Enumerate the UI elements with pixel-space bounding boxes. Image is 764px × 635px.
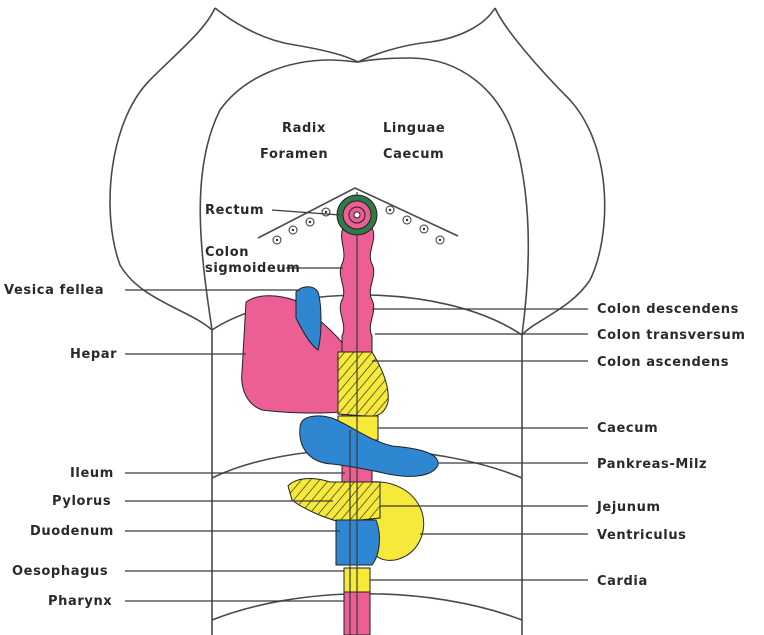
label-caecum-top: Caecum	[383, 147, 444, 162]
label-caecum: Caecum	[597, 421, 658, 436]
label-hepar: Hepar	[70, 347, 117, 362]
label-colon-descendens: Colon descendens	[597, 302, 739, 317]
label-colon-ascendens: Colon ascendens	[597, 355, 729, 370]
label-rectum: Rectum	[205, 203, 264, 218]
label-jejunum: Jejunum	[596, 500, 661, 515]
label-oesophagus: Oesophagus	[12, 564, 108, 579]
label-ileum: Ileum	[70, 466, 114, 481]
tongue-top-edge	[214, 7, 496, 63]
label-pharynx: Pharynx	[48, 594, 112, 609]
label-pylorus: Pylorus	[52, 494, 111, 509]
pankreas-milz-region	[299, 415, 439, 477]
v-papillae-line	[257, 187, 459, 239]
duodenum-region	[335, 519, 380, 566]
label-duodenum: Duodenum	[30, 524, 114, 539]
rectum-marker	[336, 194, 378, 236]
label-colon: Colon	[205, 245, 249, 260]
colon-ascendens-hatch	[337, 351, 389, 417]
label-sigmoideum: sigmoideum	[205, 261, 300, 276]
label-linguae: Linguae	[383, 121, 445, 136]
label-ventriculus: Ventriculus	[597, 528, 687, 543]
tongue-body-outline	[199, 57, 530, 336]
leader-rectum	[271, 209, 341, 216]
label-foramen: Foramen	[260, 147, 328, 162]
label-radix: Radix	[282, 121, 326, 136]
label-vesica-fellea: Vesica fellea	[4, 283, 104, 298]
hepar-region	[241, 295, 349, 414]
label-colon-transversum: Colon transversum	[597, 328, 745, 343]
pylorus-hatch	[287, 478, 381, 523]
label-cardia: Cardia	[597, 574, 648, 589]
circumvallate-papillae	[272, 205, 445, 245]
label-pankreas-milz: Pankreas-Milz	[597, 457, 707, 472]
tongue-outer-outline	[109, 7, 606, 635]
vesica-fellea-region	[295, 286, 322, 351]
